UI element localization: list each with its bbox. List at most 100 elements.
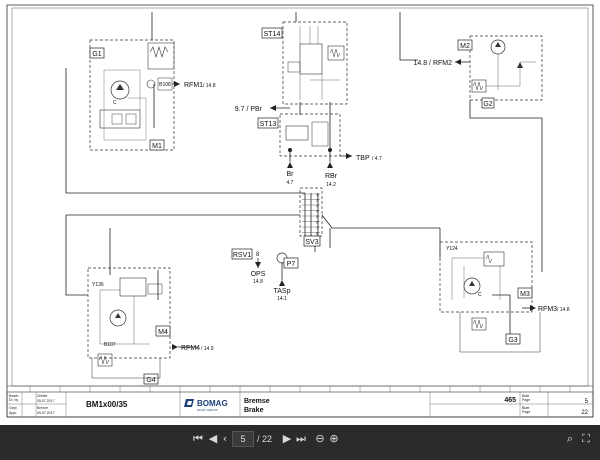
spring-g3-icon bbox=[472, 319, 484, 329]
page-number-input[interactable]: 5 bbox=[232, 431, 254, 447]
label-box-g3 bbox=[505, 333, 521, 345]
terminal-number: 8 bbox=[316, 231, 319, 236]
label-box-sv3 bbox=[303, 235, 321, 247]
label-b107: B107 bbox=[104, 342, 116, 348]
label-g2: G2 bbox=[483, 101, 492, 108]
first-page-icon[interactable]: ⏮ bbox=[193, 432, 203, 445]
port-ops: OPS bbox=[251, 271, 266, 278]
port-rbr-ref: 14.2 bbox=[326, 182, 336, 188]
label-box-b108 bbox=[157, 77, 173, 91]
label-box-rsv1 bbox=[231, 248, 253, 260]
label-c-m3: C bbox=[478, 292, 482, 298]
housing-m3 bbox=[439, 241, 533, 313]
brand-name: BOMAG bbox=[197, 399, 228, 408]
motor-m2-arrow-icon bbox=[495, 42, 501, 47]
zoom-out-icon[interactable]: ⊖ bbox=[315, 432, 325, 445]
arrow-rfm3-icon bbox=[530, 305, 536, 311]
label-c-m1: C bbox=[113, 100, 117, 106]
motor-group-m3: Y124 C M3 G3 bbox=[439, 241, 541, 353]
arrow-tasp-icon bbox=[279, 280, 285, 286]
search-icon[interactable]: ⌕ bbox=[566, 432, 574, 445]
pages-value: 22 bbox=[581, 410, 588, 416]
check-valve-st13-icon bbox=[311, 121, 329, 147]
checked-date: 05.07.2017 bbox=[37, 411, 55, 415]
label-box-st13 bbox=[257, 117, 279, 129]
label-st13: ST13 bbox=[260, 121, 277, 128]
brand-sub: FAYAT GROUP bbox=[197, 408, 218, 412]
motor-m4-arrow-icon bbox=[115, 313, 121, 318]
housing-m2 bbox=[469, 35, 543, 101]
valve-body-m3 bbox=[483, 251, 505, 267]
label-m1: M1 bbox=[152, 143, 162, 150]
document-number: 465 bbox=[504, 397, 516, 404]
drawn-label: Bearb. bbox=[9, 394, 19, 398]
zoom-in-icon[interactable]: ⊕ bbox=[329, 432, 339, 445]
label-box-st14 bbox=[261, 27, 283, 39]
port-rfm3-ref: / 14.8 bbox=[557, 307, 570, 313]
arrow-tbp-icon bbox=[346, 153, 352, 159]
port-ops-ref: 14.8 bbox=[253, 279, 263, 285]
label-box-g4 bbox=[143, 373, 159, 385]
junction-dot-2 bbox=[328, 148, 332, 152]
motor-group-m4: Y136 B107 M4 G4 bbox=[87, 267, 171, 385]
arrow-ops-icon bbox=[255, 262, 261, 268]
label-b108: B108 bbox=[159, 82, 171, 88]
label-m3: M3 bbox=[520, 291, 530, 298]
valve-block-m1 bbox=[99, 109, 141, 129]
terminal-number: 1 bbox=[316, 192, 319, 197]
hydraulic-schematic: G1 B108 C M1 RFM1 / 14.8 ST14 bbox=[6, 4, 594, 418]
spring-g2-icon bbox=[472, 81, 484, 91]
valve-st13: ST13 bbox=[257, 113, 341, 157]
label-box-m2 bbox=[457, 39, 473, 51]
fullscreen-icon[interactable]: ⛶ bbox=[582, 432, 590, 445]
prev-page-icon[interactable]: ◀ bbox=[208, 432, 218, 445]
last-page-icon[interactable]: ⏭ bbox=[296, 432, 306, 445]
terminal-number: 3 bbox=[316, 203, 319, 208]
sheet-sub: Page bbox=[522, 398, 530, 402]
return-line-m4 bbox=[91, 358, 161, 379]
bomag-logo-inner-icon bbox=[187, 401, 192, 405]
port-br: Br bbox=[287, 171, 295, 178]
port-tbp-ref: / 4.7 bbox=[372, 156, 382, 162]
housing-st13 bbox=[279, 113, 341, 157]
terminal-number: 6 bbox=[316, 220, 319, 225]
label-box-m3 bbox=[517, 287, 533, 299]
terminal-number: 4 bbox=[316, 209, 319, 214]
label-m4: M4 bbox=[158, 329, 168, 336]
valve-st14: ST14 bbox=[261, 21, 348, 105]
label-rsv1: RSV1 bbox=[233, 252, 251, 259]
pages-sub: Page bbox=[522, 410, 530, 414]
port-rfm1-ref: / 14.8 bbox=[203, 83, 216, 89]
motor-arrow-icon bbox=[116, 84, 124, 90]
return-line-m3 bbox=[459, 312, 541, 353]
solenoid-st14-icon bbox=[327, 45, 345, 61]
spring-block-g2 bbox=[471, 79, 487, 93]
label-g3: G3 bbox=[508, 337, 517, 344]
motor-m1-icon bbox=[110, 80, 130, 100]
pdf-viewer-toolbar: ⏮ ◀ ‹ 5 / 22 ▶ ⏭ ⊖ ⊕ ⌕ ⛶ bbox=[0, 425, 600, 460]
checked-name: Breeze bbox=[37, 406, 48, 410]
arrow-pbr-icon bbox=[270, 105, 276, 111]
valve-body-st14 bbox=[299, 43, 323, 75]
arrow-rfm2-icon bbox=[455, 59, 461, 65]
port-circle-icon bbox=[146, 79, 156, 89]
sheet-label: Blatt bbox=[522, 394, 529, 398]
pages-label: Blatt bbox=[522, 406, 529, 410]
arrow-rfm4-icon bbox=[172, 344, 178, 350]
next-page-icon[interactable]: ▶ bbox=[282, 432, 292, 445]
valve-body-m4 bbox=[119, 277, 147, 297]
label-g4: G4 bbox=[146, 377, 155, 384]
label-box-g2 bbox=[481, 97, 495, 109]
port-tasp: TASp bbox=[274, 288, 291, 295]
valve-spool-icon-2 bbox=[125, 113, 137, 125]
title-block: Bearb. Dr. by Zehike 05.07.2017 Gepr. Ap… bbox=[6, 385, 594, 418]
spring-m3-icon bbox=[485, 254, 493, 264]
valve-spool-icon bbox=[111, 113, 123, 125]
motor-m4-icon bbox=[109, 309, 127, 327]
label-sv3: SV3 bbox=[305, 239, 318, 246]
label-y136: Y136 bbox=[92, 282, 104, 288]
prev-arrow-icon[interactable]: ‹ bbox=[222, 432, 228, 445]
spring-block-g4 bbox=[97, 353, 113, 367]
checked-sub: Appr. bbox=[9, 411, 17, 415]
